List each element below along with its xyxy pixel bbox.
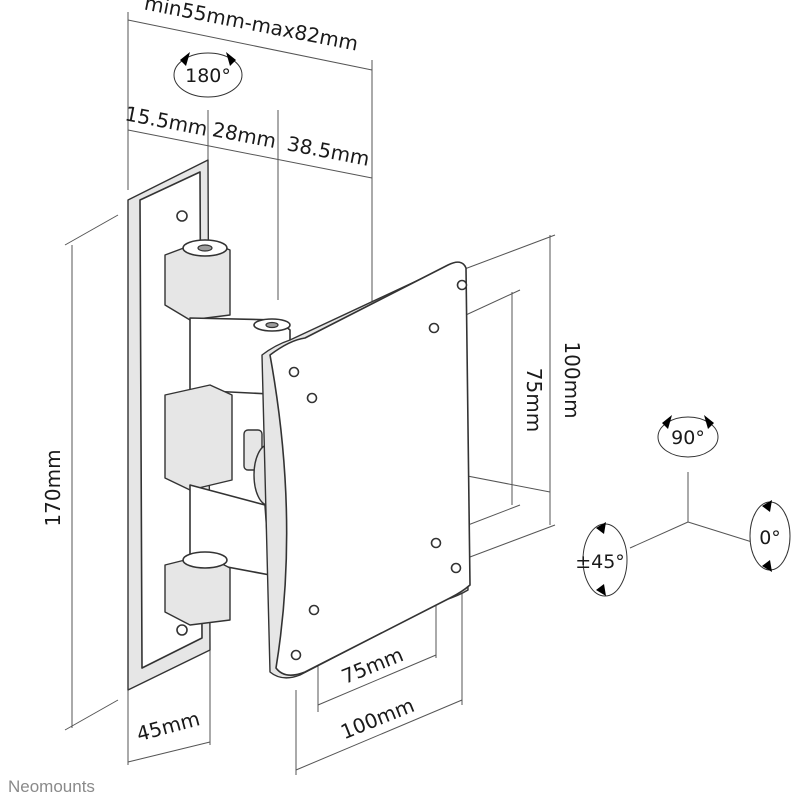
screw-hole [176, 210, 188, 222]
swivel-badge: 180° [173, 52, 243, 98]
dimension-lines [64, 12, 753, 775]
depth-range-label: min55mm-max82mm [142, 0, 360, 56]
base-width-label: 45mm [134, 706, 202, 746]
rotate-badge: 90° [657, 415, 719, 458]
vesa-vertical-100-label: 100mm [560, 341, 584, 418]
rotate-label: 90° [671, 427, 705, 449]
vesa-vertical-75-label: 75mm [522, 368, 546, 432]
vesa-plate [261, 261, 471, 679]
brand-logo-text: Neomounts [8, 777, 95, 796]
level-badge: 0° [749, 500, 791, 572]
vesa-horizontal-100-label: 100mm [337, 693, 418, 744]
segment-2-label: 28mm [210, 117, 278, 153]
segment-1-label: 15.5mm [123, 101, 210, 140]
tilt-badge: ±45° [575, 522, 628, 597]
height-label: 170mm [41, 449, 65, 526]
segment-3-label: 38.5mm [285, 131, 372, 170]
level-label: 0° [759, 527, 781, 549]
tilt-label: ±45° [575, 551, 625, 573]
screw-hole [176, 624, 188, 636]
swivel-label: 180° [185, 65, 231, 87]
